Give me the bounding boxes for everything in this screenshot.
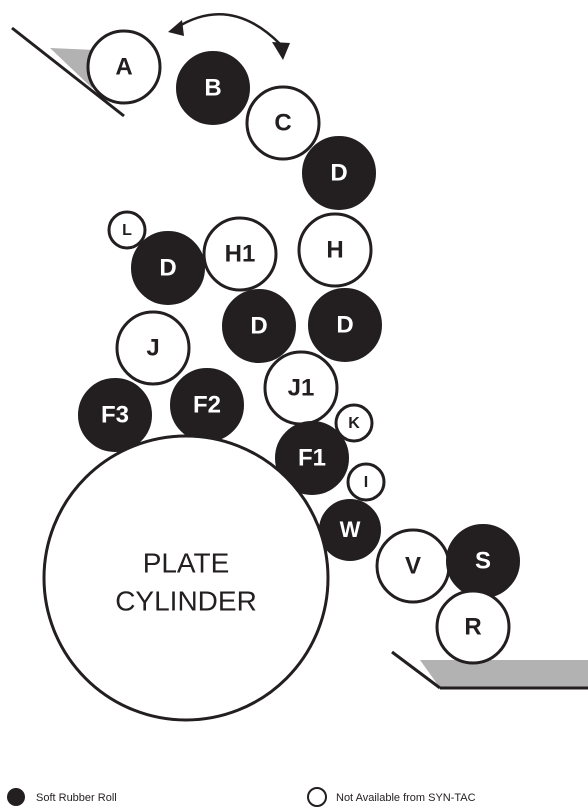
roll-label-d4: D bbox=[250, 312, 267, 339]
roll-label-d1: D bbox=[330, 159, 347, 186]
roll-label-f1: F1 bbox=[298, 444, 326, 471]
roll-label-v: V bbox=[405, 552, 421, 579]
soft-rubber-roll-f3 bbox=[78, 378, 152, 452]
legend-soft-swatch bbox=[7, 788, 25, 806]
ink-fountain-tray bbox=[11, 26, 125, 118]
roll-d2: D bbox=[308, 288, 382, 362]
oscillation-arrow bbox=[168, 13, 290, 60]
roll-h1: H1 bbox=[202, 216, 278, 292]
roll-a: A bbox=[86, 29, 162, 105]
roll-label-l: L bbox=[122, 222, 132, 239]
roll-f2: F2 bbox=[170, 368, 244, 442]
roll-w: W bbox=[319, 499, 381, 561]
plate-cylinder-group: PLATE CYLINDER bbox=[42, 434, 330, 722]
soft-rubber-roll-d3 bbox=[131, 231, 205, 305]
legend-hard-label: Not Available from SYN-TAC bbox=[336, 792, 476, 804]
roll-circle-a bbox=[86, 29, 162, 105]
roll-circle-i bbox=[346, 462, 386, 502]
roll-c: C bbox=[245, 85, 321, 161]
roll-label-f3: F3 bbox=[101, 401, 129, 428]
roll-d4: D bbox=[222, 289, 296, 363]
roll-circle-h bbox=[297, 212, 373, 288]
roll-label-d3: D bbox=[159, 254, 176, 281]
roll-circle-k bbox=[334, 403, 374, 443]
roll-k: K bbox=[334, 403, 374, 443]
roll-i: I bbox=[346, 462, 386, 502]
plate-cylinder-label-line2: CYLINDER bbox=[115, 585, 257, 616]
roll-l: L bbox=[107, 210, 147, 250]
roll-label-j: J bbox=[146, 334, 159, 361]
legend: Soft Rubber Roll Not Available from SYN-… bbox=[7, 787, 476, 807]
roll-d1: D bbox=[302, 136, 376, 210]
roll-circle-l bbox=[107, 210, 147, 250]
roll-label-d2: D bbox=[336, 311, 353, 338]
roll-label-i: I bbox=[364, 474, 368, 491]
roll-circle-c bbox=[245, 85, 321, 161]
roll-label-c: C bbox=[274, 109, 291, 136]
roll-b: B bbox=[176, 51, 250, 125]
roll-d3: D bbox=[131, 231, 205, 305]
roll-label-a: A bbox=[115, 53, 132, 80]
roll-label-h1: H1 bbox=[225, 240, 256, 267]
roll-circle-j bbox=[115, 310, 191, 386]
soft-rubber-roll-f1 bbox=[275, 421, 349, 495]
roll-label-k: K bbox=[348, 415, 360, 432]
roll-h: H bbox=[297, 212, 373, 288]
roll-j: J bbox=[115, 310, 191, 386]
roll-label-j1: J1 bbox=[288, 374, 315, 401]
water-pan-tray bbox=[391, 650, 588, 690]
roll-v: V bbox=[375, 528, 451, 604]
roll-label-r: R bbox=[464, 613, 481, 640]
legend-hard-swatch bbox=[307, 787, 327, 807]
roll-circle-h1 bbox=[202, 216, 278, 292]
roll-label-s: S bbox=[475, 547, 491, 574]
plate-cylinder bbox=[42, 434, 330, 722]
roll-r: R bbox=[435, 589, 511, 665]
roll-label-f2: F2 bbox=[193, 391, 221, 418]
roll-label-w: W bbox=[340, 517, 361, 542]
plate-cylinder-label-line1: PLATE bbox=[143, 547, 230, 578]
roll-s: S bbox=[446, 524, 520, 598]
roll-circle-r bbox=[435, 589, 511, 665]
soft-rubber-roll-b bbox=[176, 51, 250, 125]
roll-label-h: H bbox=[326, 236, 343, 263]
roll-j1: J1 bbox=[263, 350, 339, 426]
legend-soft-label: Soft Rubber Roll bbox=[36, 792, 117, 804]
soft-rubber-roll-d2 bbox=[308, 288, 382, 362]
roll-label-b: B bbox=[204, 74, 221, 101]
soft-rubber-roll-d4 bbox=[222, 289, 296, 363]
roll-f3: F3 bbox=[78, 378, 152, 452]
roll-f1: F1 bbox=[275, 421, 349, 495]
soft-rubber-roll-d1 bbox=[302, 136, 376, 210]
